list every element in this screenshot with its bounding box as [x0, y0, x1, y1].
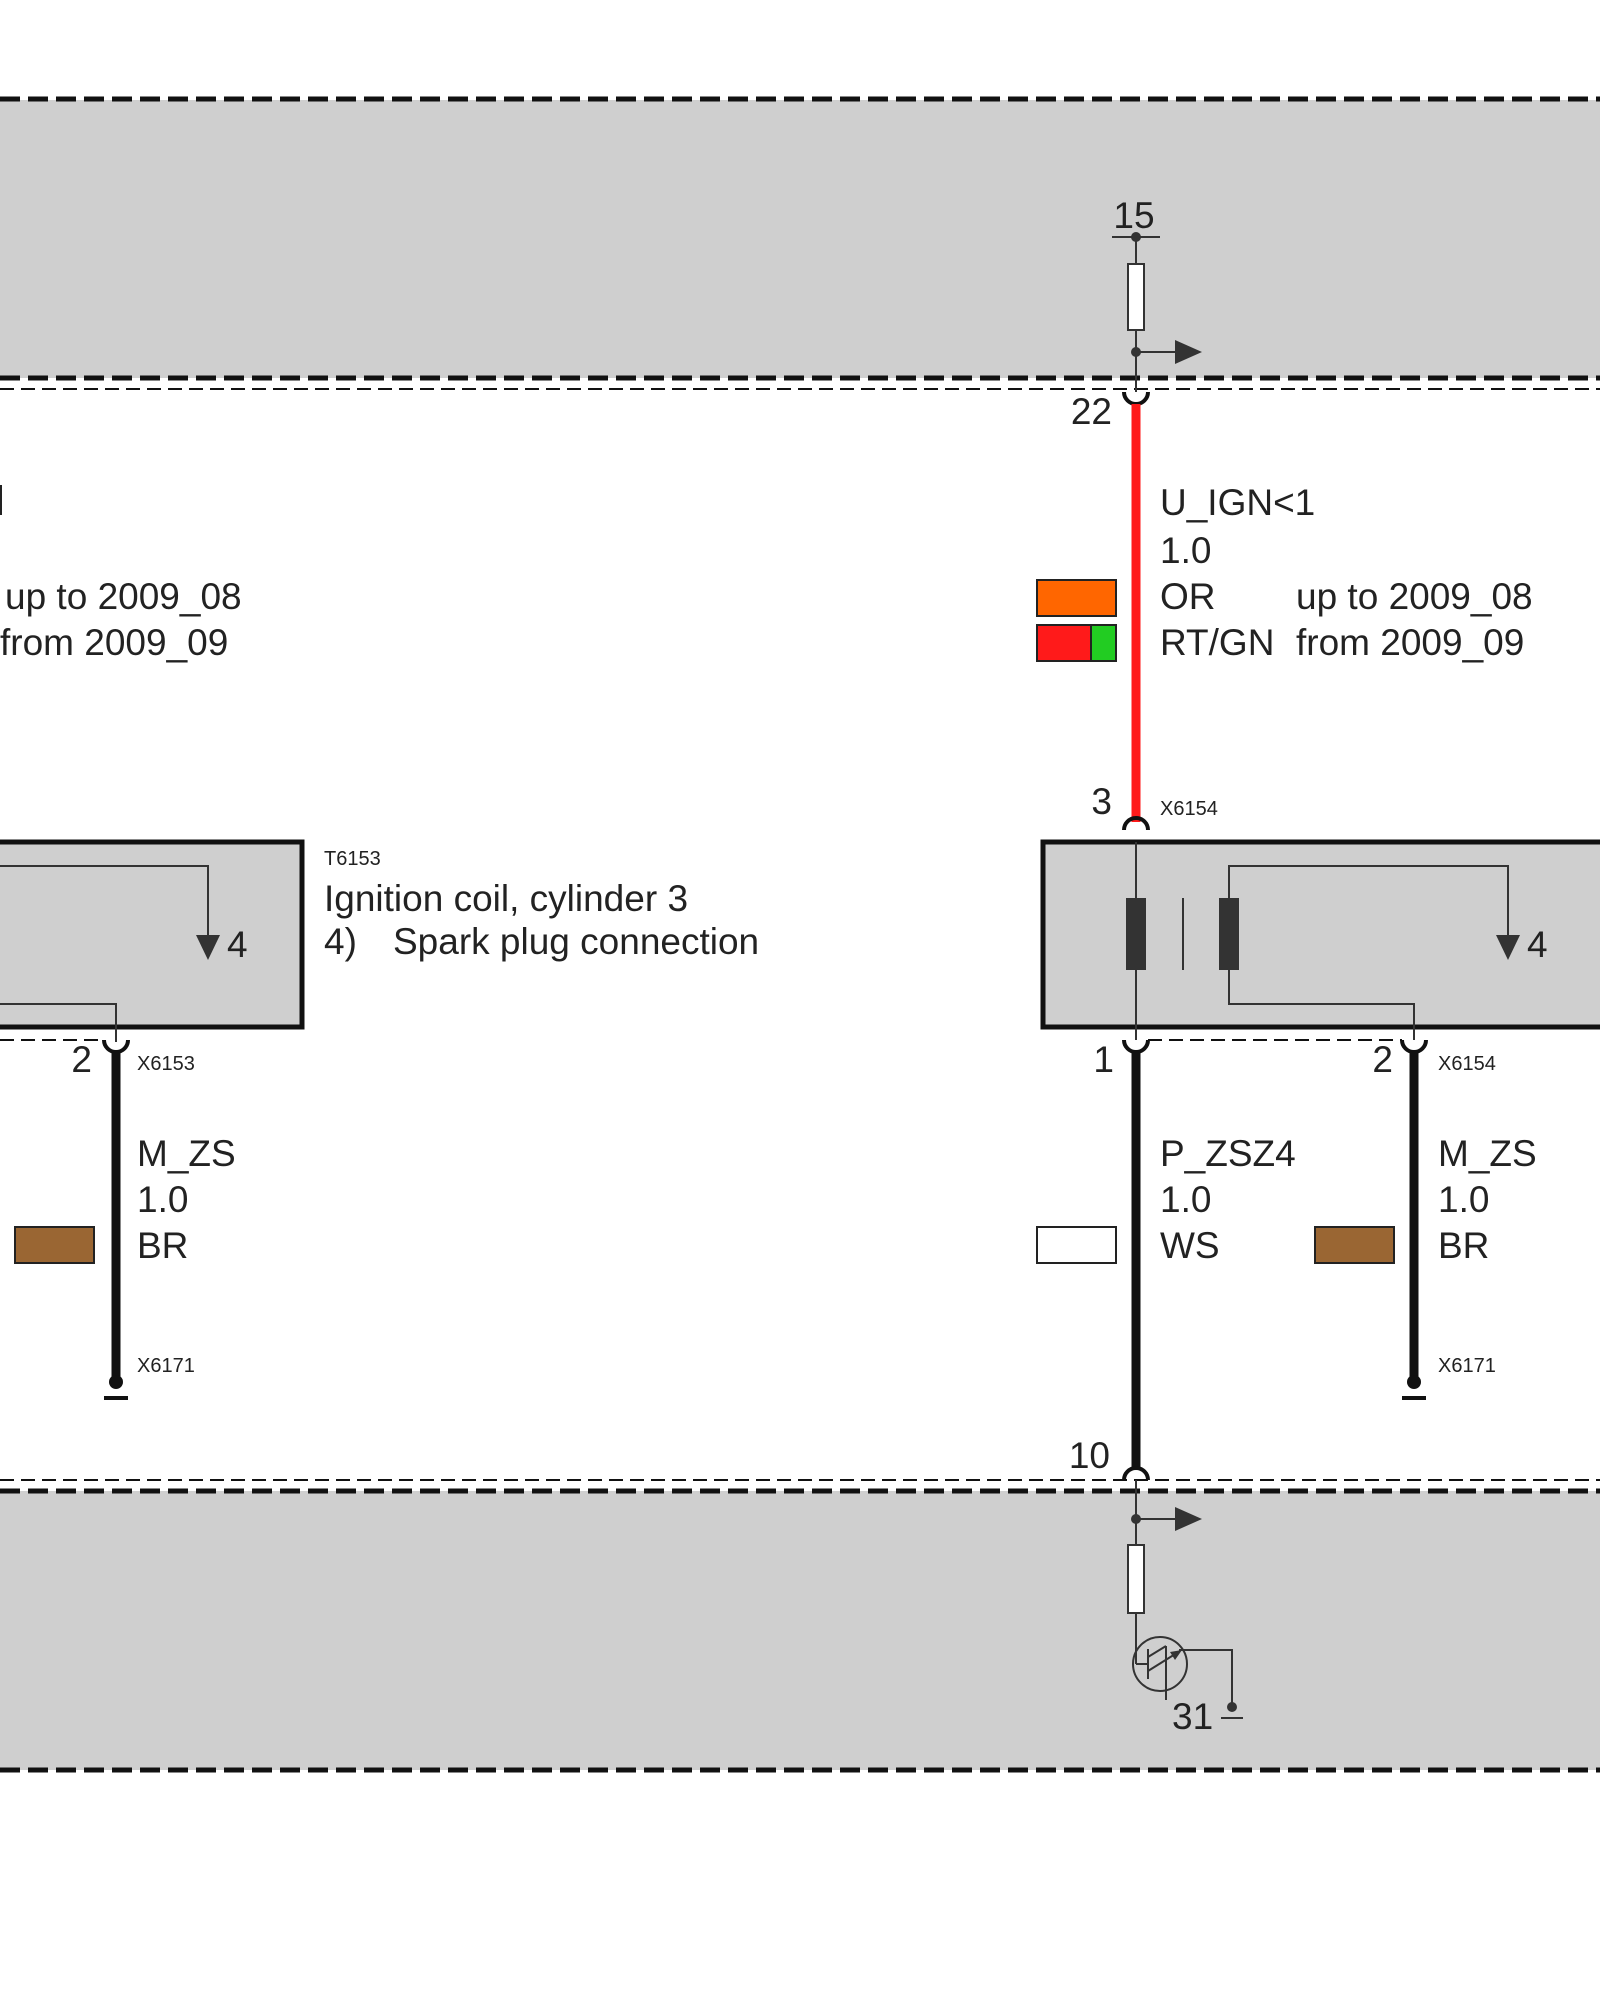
orange-color-swatch — [1036, 579, 1117, 617]
footnote-text: Spark plug connection — [393, 921, 759, 962]
secondary-winding — [1219, 898, 1239, 970]
coil-right-pin-1-connector — [1122, 1039, 1150, 1054]
coil-left-connector: X6153 — [137, 1053, 195, 1075]
brown-color-swatch-left — [14, 1226, 95, 1264]
wire-right-color: BR — [1438, 1225, 1489, 1266]
ground-symbol-right — [1402, 1375, 1426, 1400]
coil-left-name: Ignition coil, cylinder 3 — [324, 878, 688, 919]
ignition-coil-right — [1040, 839, 1600, 1040]
wire-left-gauge: 1.0 — [137, 1179, 188, 1220]
pin-22-connector — [1122, 391, 1150, 406]
spark-output-arrow-right — [1496, 935, 1520, 960]
white-color-swatch — [1036, 1226, 1117, 1264]
spark-output-arrow-left — [196, 935, 220, 960]
ground-left-connector: X6171 — [137, 1355, 195, 1377]
wire-trigger-color: WS — [1160, 1225, 1220, 1266]
pin-10-connector — [1122, 1466, 1150, 1481]
wire-right-signal: M_ZS — [1438, 1133, 1537, 1174]
coil-right-connector-top: X6154 — [1160, 798, 1218, 820]
wire-left-signal: M_ZS — [137, 1133, 236, 1174]
coil-left-pin-2: 2 — [71, 1039, 92, 1080]
ground-right-connector: X6171 — [1438, 1355, 1496, 1377]
coil-right-pin-2: 2 — [1372, 1039, 1393, 1080]
ignition-coil-left — [0, 839, 305, 1042]
wire-trigger-gauge: 1.0 — [1160, 1179, 1211, 1220]
footnote-mark: 4) — [324, 921, 357, 962]
coil-right-pin-2-connector — [1400, 1039, 1428, 1054]
pin-10-label: 10 — [1069, 1435, 1110, 1476]
coil-right-connector-bottom: X6154 — [1438, 1053, 1496, 1075]
left-note-1: up to 2009_08 — [5, 576, 242, 617]
primary-winding — [1126, 898, 1146, 970]
wire-left-color: BR — [137, 1225, 188, 1266]
top-control-unit — [0, 96, 1600, 390]
left-note-2: from 2009_09 — [0, 622, 228, 663]
coil-left-designation: T6153 — [324, 848, 381, 870]
coil-right-pin-1: 1 — [1093, 1039, 1114, 1080]
coil-left-output-label: 4 — [227, 924, 248, 965]
red-green-color-swatch — [1036, 624, 1117, 662]
transistor-driver-symbol — [1127, 1480, 1243, 1719]
supply-resistor-symbol — [1112, 232, 1202, 392]
wire-ign-note-2: from 2009_09 — [1296, 622, 1524, 663]
bottom-control-unit — [0, 1479, 1600, 1773]
brown-color-swatch-right — [1314, 1226, 1395, 1264]
wire-right-gauge: 1.0 — [1438, 1179, 1489, 1220]
terminal-31-label: 31 — [1172, 1696, 1213, 1737]
ground-symbol-left — [104, 1375, 128, 1400]
wire-ign-color-2: RT/GN — [1160, 622, 1274, 663]
wire-ign-note-1: up to 2009_08 — [1296, 576, 1533, 617]
wire-ign-color-1: OR — [1160, 576, 1216, 617]
pin-22-label: 22 — [1071, 391, 1112, 432]
coil-right-pin-3-connector — [1122, 816, 1150, 831]
coil-right-output-label: 4 — [1527, 924, 1548, 965]
terminal-15-label: 15 — [1113, 195, 1154, 236]
wire-ign-signal: U_IGN<1 — [1160, 482, 1315, 523]
coil-right-pin-3: 3 — [1091, 781, 1112, 822]
wire-trigger-signal: P_ZSZ4 — [1160, 1133, 1296, 1174]
wire-ign-gauge: 1.0 — [1160, 530, 1211, 571]
